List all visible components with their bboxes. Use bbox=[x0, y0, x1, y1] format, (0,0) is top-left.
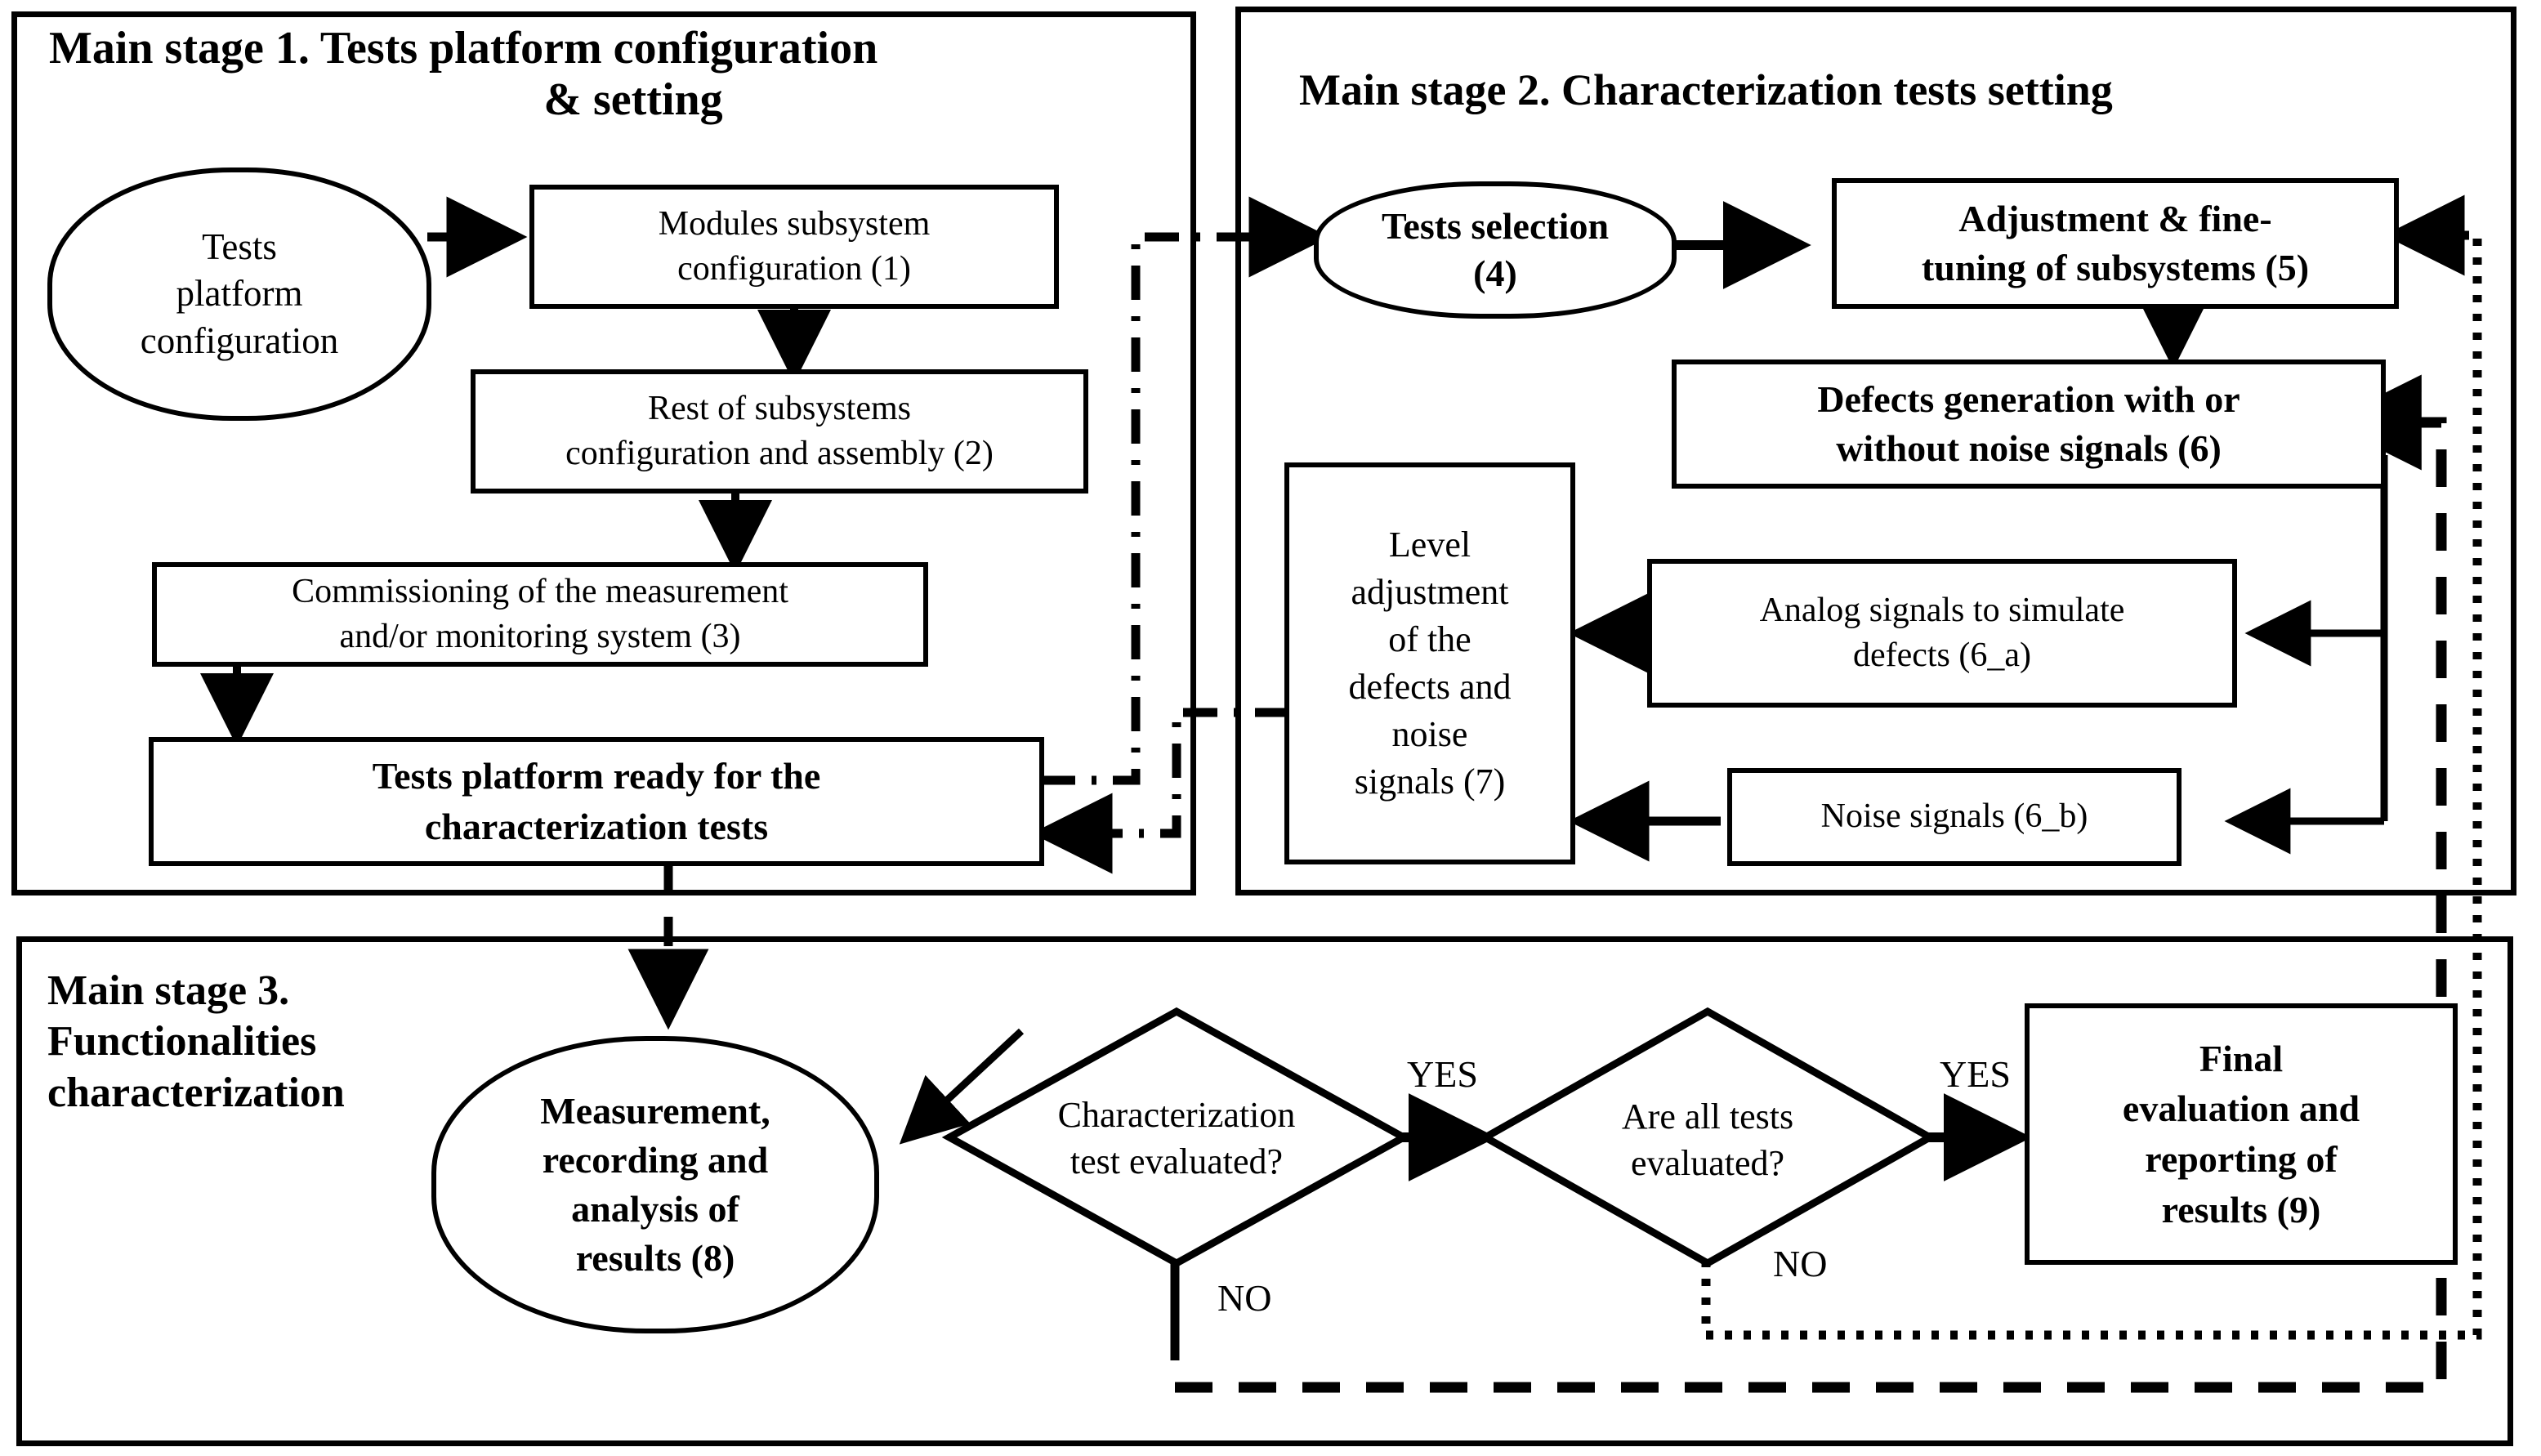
edge-measurement-to-diamond1 bbox=[899, 1028, 1025, 1145]
node-defects-generation[interactable]: Defects generation with or without noise… bbox=[1672, 360, 2386, 489]
stage-3-title: Main stage 3. Functionalities characteri… bbox=[47, 966, 505, 1119]
diamond-2-label: Are all tests evaluated? bbox=[1525, 1079, 1891, 1201]
node-commissioning-label: Commissioning of the measurement and/or … bbox=[292, 572, 788, 655]
node-adjustment-fine-tuning-label: Adjustment & fine- tuning of subsystems … bbox=[1921, 198, 2310, 288]
node-modules-subsystem-configuration-label: Modules subsystem configuration (1) bbox=[658, 204, 931, 288]
node-level-adjustment[interactable]: Level adjustment of the defects and nois… bbox=[1284, 462, 1575, 864]
diamond-1-text: Characterization test evaluated? bbox=[1057, 1094, 1296, 1181]
node-measurement-recording-label: Measurement, recording and analysis of r… bbox=[540, 1090, 770, 1279]
stage-3-title-line-1: Main stage 3. bbox=[47, 967, 290, 1014]
node-tests-selection[interactable]: Tests selection (4) bbox=[1314, 181, 1677, 319]
node-analog-signals-label: Analog signals to simulate defects (6_a) bbox=[1759, 591, 2125, 674]
node-noise-signals[interactable]: Noise signals (6_b) bbox=[1727, 768, 2182, 866]
stage-1-title: Main stage 1. Tests platform configurati… bbox=[49, 23, 1144, 125]
edge-label-no-2: NO bbox=[1773, 1243, 1828, 1284]
edge-no1-to-defects-generation bbox=[1175, 374, 2447, 1393]
node-tests-platform-ready-label: Tests platform ready for the characteriz… bbox=[372, 755, 821, 847]
stage-1-title-line-2: & setting bbox=[543, 74, 723, 125]
node-rest-of-subsystems[interactable]: Rest of subsystems configuration and ass… bbox=[471, 369, 1088, 494]
stage-2-title-line-1: Main stage 2. Characterization tests set… bbox=[1299, 65, 2113, 114]
node-final-evaluation[interactable]: Final evaluation and reporting of result… bbox=[2025, 1003, 2458, 1265]
diamond-2-text: Are all tests evaluated? bbox=[1621, 1096, 1794, 1183]
node-tests-platform-ready[interactable]: Tests platform ready for the characteriz… bbox=[149, 737, 1044, 866]
edge-level-adjustment-to-ready bbox=[1031, 708, 1289, 874]
node-defects-generation-label: Defects generation with or without noise… bbox=[1817, 378, 2240, 469]
node-tests-platform-configuration-label: Tests platform configuration bbox=[140, 226, 339, 361]
node-adjustment-fine-tuning[interactable]: Adjustment & fine- tuning of subsystems … bbox=[1832, 178, 2399, 309]
stage-1-title-line-1: Main stage 1. Tests platform configurati… bbox=[49, 23, 878, 74]
node-modules-subsystem-configuration[interactable]: Modules subsystem configuration (1) bbox=[529, 185, 1059, 309]
node-tests-platform-configuration[interactable]: Tests platform configuration bbox=[47, 167, 431, 421]
node-analog-signals[interactable]: Analog signals to simulate defects (6_a) bbox=[1647, 559, 2237, 708]
node-rest-of-subsystems-label: Rest of subsystems configuration and ass… bbox=[565, 389, 994, 472]
edge-defects-to-analog-and-noise bbox=[2224, 455, 2388, 855]
edge-label-yes-2: YES bbox=[1940, 1053, 2011, 1095]
diamond-characterization-test-evaluated bbox=[941, 1007, 1412, 1268]
node-commissioning[interactable]: Commissioning of the measurement and/or … bbox=[152, 562, 928, 667]
panel-stage-1 bbox=[11, 11, 1196, 895]
panel-stage-3 bbox=[16, 936, 2513, 1446]
panel-stage-2 bbox=[1235, 7, 2516, 895]
stage-2-title: Main stage 2. Characterization tests set… bbox=[1283, 65, 2508, 114]
stage-3-title-line-2: Functionalities bbox=[47, 1018, 317, 1065]
node-measurement-recording[interactable]: Measurement, recording and analysis of r… bbox=[431, 1036, 879, 1333]
edge-label-yes-1: YES bbox=[1407, 1053, 1478, 1095]
edge-no2-to-adjustment bbox=[1701, 194, 2482, 1340]
diamond-1-label: Characterization test evaluated? bbox=[985, 1077, 1368, 1199]
diamond-are-all-tests-evaluated bbox=[1477, 1007, 1938, 1268]
node-tests-selection-label: Tests selection (4) bbox=[1381, 205, 1610, 294]
node-final-evaluation-label: Final evaluation and reporting of result… bbox=[2122, 1037, 2360, 1230]
edge-ready-to-tests-selection bbox=[1041, 196, 1330, 785]
node-level-adjustment-label: Level adjustment of the defects and nois… bbox=[1348, 524, 1512, 802]
stage-3-title-line-3: characterization bbox=[47, 1069, 345, 1116]
node-noise-signals-label: Noise signals (6_b) bbox=[1820, 797, 2088, 836]
edge-label-no-1: NO bbox=[1217, 1277, 1272, 1319]
